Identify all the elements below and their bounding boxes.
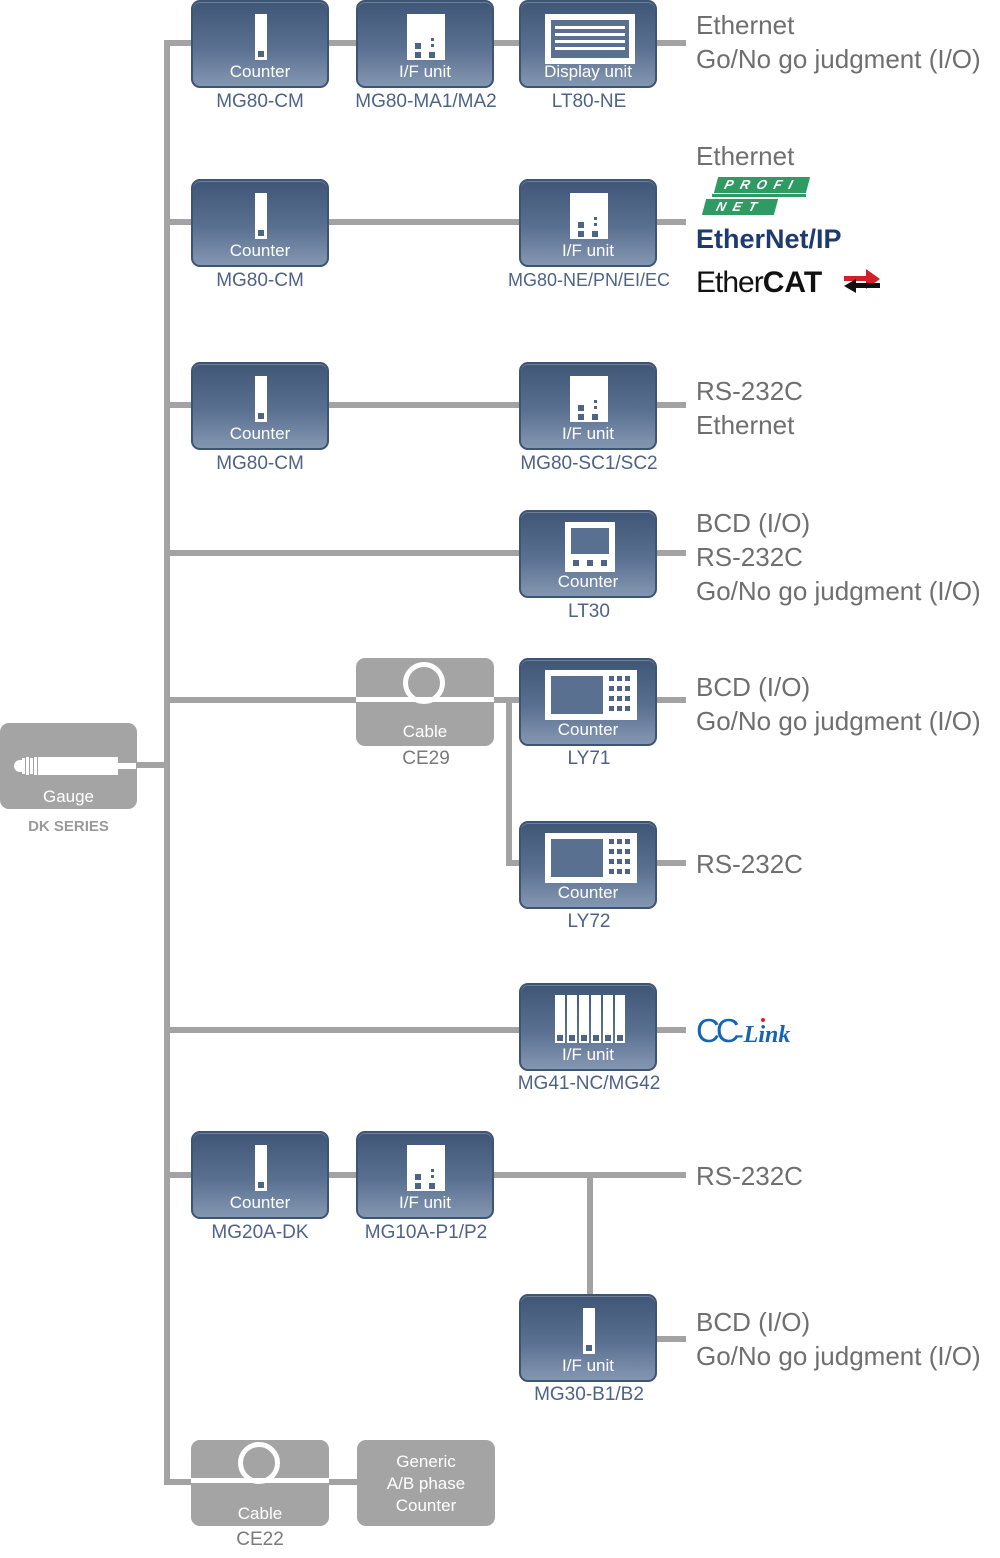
if-unit-mg41[interactable]: I/F unit bbox=[519, 983, 657, 1071]
model-label: MG80-CM bbox=[216, 270, 304, 291]
counter-slot-icon bbox=[255, 1145, 267, 1191]
gauge-label: Gauge bbox=[42, 787, 95, 806]
if-unit-mg10a[interactable]: I/F unit bbox=[356, 1131, 494, 1219]
cable-ce29[interactable]: Cable bbox=[356, 658, 494, 746]
output-bcd: BCD (I/O) bbox=[696, 508, 811, 538]
ethercat-logo: EtherCAT bbox=[696, 266, 886, 306]
panel-counter-icon bbox=[545, 670, 637, 720]
multi-slot-icon bbox=[555, 995, 627, 1043]
counter-slot-icon bbox=[255, 376, 267, 422]
model-label: CE29 bbox=[402, 748, 450, 769]
model-label: MG80-CM bbox=[216, 91, 304, 112]
row2-line bbox=[164, 219, 686, 225]
panel-counter-icon bbox=[545, 833, 637, 883]
generic-ab-phase-counter[interactable]: Generic A/B phase Counter bbox=[357, 1440, 495, 1526]
display-unit-lt80-ne[interactable]: Display unit bbox=[519, 0, 657, 88]
counter-mg20a-dk[interactable]: Counter bbox=[191, 1131, 329, 1219]
generic-counter-line2: A/B phase bbox=[386, 1474, 466, 1493]
counter-ly71[interactable]: Counter bbox=[519, 658, 657, 746]
main-trunk-line bbox=[164, 42, 170, 1485]
output-go-no-go: Go/No go judgment (I/O) bbox=[696, 44, 981, 74]
counter-ly72[interactable]: Counter bbox=[519, 821, 657, 909]
mg30-branch-vertical bbox=[587, 1172, 593, 1297]
if-unit-icon bbox=[407, 1145, 445, 1191]
ethernetip-logo: EtherNet/IP bbox=[696, 224, 842, 254]
if-unit-mg30[interactable]: I/F unit bbox=[519, 1294, 657, 1382]
model-label: MG30-B1/B2 bbox=[534, 1384, 644, 1405]
cable-line bbox=[356, 697, 494, 702]
if-unit-icon bbox=[570, 193, 608, 239]
gauge-box[interactable]: Gauge bbox=[0, 723, 137, 809]
output-bcd: BCD (I/O) bbox=[696, 672, 811, 702]
output-go-no-go: Go/No go judgment (I/O) bbox=[696, 706, 981, 736]
output-ethernet: Ethernet bbox=[696, 141, 795, 171]
display-unit-icon bbox=[545, 14, 635, 64]
ethercat-arrow-icon bbox=[844, 268, 880, 294]
model-label: MG20A-DK bbox=[211, 1222, 309, 1243]
row7-line bbox=[164, 1027, 686, 1033]
row3-line bbox=[164, 402, 686, 408]
output-ethernet: Ethernet bbox=[696, 410, 795, 440]
cclink-logo: CC-Link bbox=[696, 1012, 791, 1049]
model-label: MG41-NC/MG42 bbox=[517, 1073, 661, 1094]
counter-slot-icon bbox=[255, 14, 267, 60]
row4-line bbox=[164, 550, 686, 556]
if-unit-icon bbox=[570, 376, 608, 422]
cable-ce22[interactable]: Cable bbox=[191, 1440, 329, 1526]
output-go-no-go: Go/No go judgment (I/O) bbox=[696, 1341, 981, 1371]
model-label: MG10A-P1/P2 bbox=[364, 1222, 488, 1243]
ly72-branch-vertical bbox=[506, 697, 512, 865]
compact-display-icon bbox=[565, 522, 615, 572]
output-rs232c: RS-232C bbox=[696, 849, 803, 879]
output-rs232c: RS-232C bbox=[696, 542, 803, 572]
model-label: MG80-SC1/SC2 bbox=[520, 453, 658, 474]
gauge-connector-line bbox=[136, 762, 166, 768]
counter-lt30[interactable]: Counter bbox=[519, 510, 657, 598]
model-label: LT30 bbox=[568, 601, 610, 622]
if-unit-icon bbox=[407, 14, 445, 60]
generic-counter-line1: Generic bbox=[396, 1452, 456, 1471]
model-label: MG80-CM bbox=[216, 453, 304, 474]
gauge-probe-icon bbox=[14, 757, 136, 775]
counter-mg80-cm-2[interactable]: Counter bbox=[191, 179, 329, 267]
output-rs232c: RS-232C bbox=[696, 1161, 803, 1191]
gauge-series-label: DK SERIES bbox=[28, 818, 109, 835]
counter-mg80-cm-1[interactable]: Counter bbox=[191, 0, 329, 88]
if-unit-mg80-sc[interactable]: I/F unit bbox=[519, 362, 657, 450]
output-rs232c: RS-232C bbox=[696, 376, 803, 406]
output-bcd: BCD (I/O) bbox=[696, 1307, 811, 1337]
if-unit-mg80-ma[interactable]: I/F unit bbox=[356, 0, 494, 88]
cable-line bbox=[191, 1478, 329, 1483]
generic-counter-line3: Counter bbox=[395, 1496, 457, 1515]
counter-mg80-cm-3[interactable]: Counter bbox=[191, 362, 329, 450]
profinet-logo: PROFI NET bbox=[698, 177, 812, 219]
model-label: MG80-MA1/MA2 bbox=[355, 91, 497, 112]
counter-slot-icon bbox=[583, 1308, 595, 1354]
model-label: MG80-NE/PN/EI/EC bbox=[507, 270, 671, 290]
model-label: CE22 bbox=[236, 1529, 284, 1550]
if-unit-mg80-ne[interactable]: I/F unit bbox=[519, 179, 657, 267]
cclink-dot-icon bbox=[761, 1018, 765, 1022]
model-label: LY71 bbox=[567, 748, 611, 769]
model-label: LY72 bbox=[567, 911, 611, 932]
model-label: LT80-NE bbox=[551, 91, 627, 112]
counter-slot-icon bbox=[255, 193, 267, 239]
output-ethernet: Ethernet bbox=[696, 10, 795, 40]
output-go-no-go: Go/No go judgment (I/O) bbox=[696, 576, 981, 606]
